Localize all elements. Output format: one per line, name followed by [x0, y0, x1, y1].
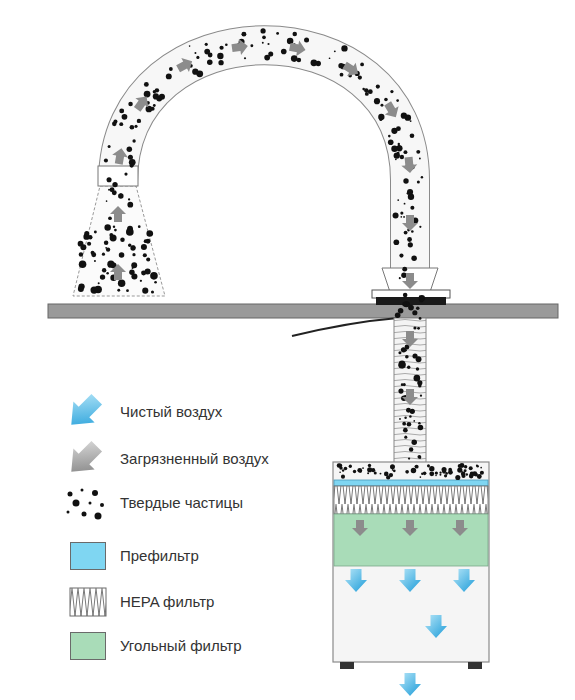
hose [118, 45, 410, 292]
dirty-air-icon [61, 436, 108, 483]
hepa-layer [334, 486, 488, 514]
unit-foot [468, 662, 482, 669]
particles [78, 28, 484, 480]
legend-label: Твердые частицы [120, 494, 243, 512]
legend-label: Чистый воздух [120, 403, 222, 421]
flow-arrows [110, 38, 468, 536]
hose-mount [382, 268, 438, 292]
clean-air-arrows [345, 569, 475, 696]
table-top [48, 304, 558, 318]
particles-icon [67, 489, 105, 520]
prefilter-layer [334, 480, 488, 486]
clean-air-icon [61, 389, 108, 436]
unit-foot [340, 662, 354, 669]
legend-swatch [70, 542, 106, 570]
filter-unit [333, 462, 489, 662]
mount-plate [372, 290, 450, 298]
legend-swatch [70, 632, 106, 660]
nozzle-funnel [73, 186, 165, 296]
mount-flange [376, 297, 446, 305]
legend-label: Загрязненный воздух [120, 450, 269, 468]
cable [292, 318, 398, 336]
nozzle-collar [98, 166, 138, 186]
carbon-layer [334, 514, 488, 566]
legend-label: Угольный фильтр [120, 637, 242, 655]
pipe [394, 318, 426, 464]
hepa-icon [70, 588, 106, 616]
legend-label: Префильтр [120, 547, 199, 565]
legend-label: HEPA фильтр [120, 593, 214, 611]
hose-outline [118, 45, 410, 292]
